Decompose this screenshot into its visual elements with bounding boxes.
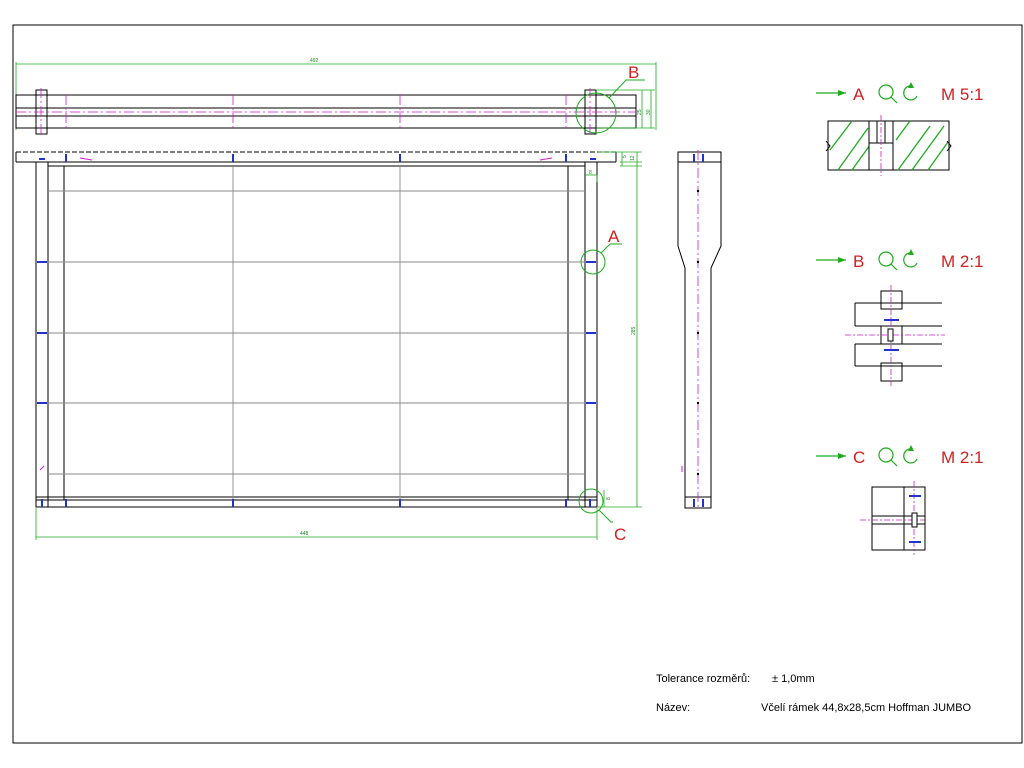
front-view: 285 5 12 8 8 448 A C (15, 151, 642, 544)
detail-b-scale: M 2:1 (941, 252, 984, 271)
dim-small-4: 8 (606, 497, 612, 500)
dim-height-label: 285 (631, 326, 637, 335)
callout-label-a: A (608, 227, 620, 246)
callout-circle-c (578, 488, 604, 514)
dimension-bottom-length (35, 508, 598, 540)
dimension-top-length (15, 62, 657, 130)
detail-c-scale: M 2:1 (941, 448, 984, 467)
callout-label-b: B (628, 63, 639, 82)
detail-b-header: B M 2:1 (816, 249, 984, 271)
sheet-border (12, 24, 1023, 744)
dim-top-length-label: 492 (310, 58, 319, 64)
side-view (677, 150, 722, 510)
tolerance-label: Tolerance rozměrů: (656, 673, 750, 685)
side-bar-left (35, 161, 49, 508)
detail-a: A M 5:1 (816, 82, 984, 176)
top-view: 492 25 30 (15, 58, 657, 136)
dim-small-1: 5 (622, 155, 628, 158)
dim-bottom-length-label: 448 (300, 531, 309, 537)
dimension-height (585, 151, 642, 508)
detail-a-scale: M 5:1 (941, 85, 984, 104)
title-block: Tolerance rozměrů: ± 1,0mm Název: Včelí … (656, 673, 972, 714)
callout-circle-a (580, 249, 606, 275)
top-bar-outline (15, 94, 637, 129)
detail-c: C M 2:1 (816, 445, 984, 555)
detail-b-section (854, 290, 942, 382)
detail-a-letter: A (853, 85, 865, 104)
rotate-icon-b (878, 249, 918, 271)
wire-grid (48, 166, 585, 500)
dim-small-2: 12 (630, 155, 636, 161)
bottom-bar (35, 499, 598, 508)
detail-b-letter: B (853, 252, 864, 271)
nail-markers (37, 154, 596, 507)
detail-c-letter: C (853, 448, 865, 467)
detail-c-header: C M 2:1 (816, 445, 984, 467)
callout-circle-b (575, 92, 617, 134)
detail-b: B M 2:1 (816, 249, 984, 386)
dim-top-h1: 25 (637, 109, 643, 115)
detail-a-header: A M 5:1 (816, 82, 984, 104)
tolerance-value: ± 1,0mm (772, 673, 815, 685)
side-bar-right (584, 161, 598, 508)
rotate-icon-c (878, 445, 918, 467)
detail-a-section (825, 115, 952, 176)
dim-small-3: 8 (589, 170, 592, 176)
name-value: Včelí rámek 44,8x28,5cm Hoffman JUMBO (761, 702, 972, 714)
rotate-icon-a (878, 82, 918, 104)
dim-top-h2: 30 (646, 109, 652, 115)
callout-label-c: C (614, 525, 626, 544)
name-label: Název: (656, 702, 690, 714)
